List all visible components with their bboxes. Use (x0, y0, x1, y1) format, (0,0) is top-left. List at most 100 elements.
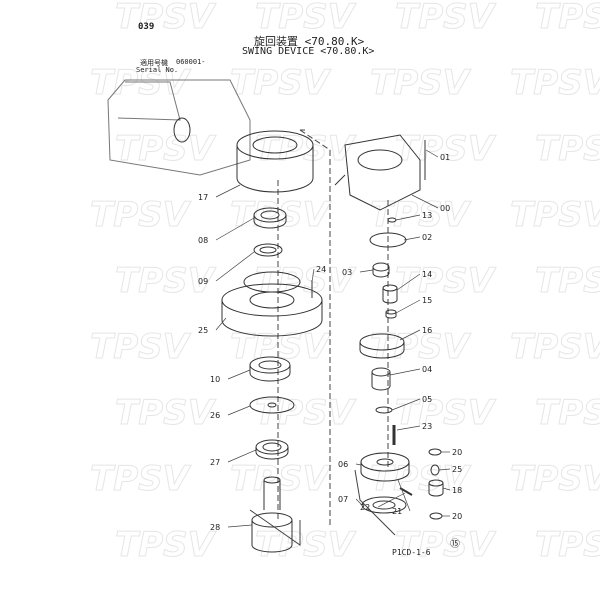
leader-line (227, 524, 253, 528)
leader-line (227, 449, 257, 463)
leader-line (442, 487, 451, 491)
watermark-text: TPSV (90, 63, 192, 103)
watermark-text: TPSV (90, 327, 192, 367)
serial-label-en: Serial No. (136, 66, 179, 74)
leader-line (411, 194, 439, 209)
watermark-text: TPSV (90, 195, 192, 235)
carrier-06 (360, 452, 410, 482)
motor-00 (334, 134, 421, 211)
excavator-sketch (107, 79, 251, 176)
watermark-text: TPSV (395, 261, 497, 301)
part-number-label: 00 (440, 204, 450, 213)
watermark-text: TPSV (90, 459, 192, 499)
watermark-text: TPSV (115, 261, 217, 301)
gear-04 (371, 367, 391, 391)
part-number-label: 27 (210, 458, 220, 467)
part-number-label: 23 (422, 422, 432, 431)
part-number-label: 17 (198, 193, 208, 202)
plate-02 (369, 232, 407, 248)
assembly-axis (277, 129, 389, 525)
watermark-text: TPSV (535, 0, 600, 37)
leader-line (227, 369, 251, 380)
pinion-shaft-28 (251, 476, 293, 553)
leader-line (377, 492, 406, 508)
part-number-label: 18 (452, 486, 462, 495)
leader-line (425, 149, 439, 158)
watermark-text: TPSV (115, 393, 217, 433)
watermark-text: TPSV (370, 327, 472, 367)
bracket-line (249, 509, 301, 546)
part-number-label: 02 (422, 233, 432, 242)
leader-line (215, 317, 227, 331)
part-number-label: 16 (422, 326, 432, 335)
watermark-text: TPSV (370, 63, 472, 103)
title-japanese: 旋回装置 <70.80.K> (254, 35, 365, 48)
part-number-label: 06 (338, 460, 348, 469)
leader-line (215, 251, 255, 282)
gear-14 (382, 284, 398, 304)
leader-line (215, 184, 241, 198)
leader-line (355, 498, 363, 506)
watermark-text: TPSV (510, 327, 600, 367)
watermark-text: TPSV (510, 195, 600, 235)
serial-value: 060001- (176, 58, 206, 66)
watermark-text: TPSV (535, 129, 600, 169)
bracket-line (354, 469, 396, 536)
watermark-text: TPSV (510, 63, 600, 103)
part-number-label: 20 (452, 512, 462, 521)
watermark-text: TPSV (230, 459, 332, 499)
leader-line (395, 299, 421, 314)
bearing-08 (253, 207, 287, 229)
leader-line (391, 398, 421, 411)
leader-line (389, 368, 421, 376)
part-number-label: 09 (198, 277, 208, 286)
carrier-16 (359, 333, 405, 359)
part-number-label: 03 (342, 268, 352, 277)
housing-25 (221, 271, 323, 337)
leader-line (359, 269, 374, 273)
leader-line (311, 268, 315, 283)
watermark-text: TPSV (255, 261, 357, 301)
title-english: SWING DEVICE <70.80.K> (242, 46, 375, 57)
drawing-code: P1CD-1-6 (392, 548, 431, 557)
watermark-text: TPSV (535, 525, 600, 565)
gear-18 (428, 479, 444, 497)
part-number-label: 24 (316, 265, 326, 274)
part-number-label: 15 (422, 296, 432, 305)
page-number: 039 (138, 22, 155, 32)
leader-line (395, 214, 421, 221)
seal-09 (253, 243, 283, 257)
part-number-label: 14 (422, 270, 432, 279)
part-number-label: 05 (422, 395, 432, 404)
leader-line (396, 273, 421, 291)
part-number-label: 01 (440, 153, 450, 162)
part-number-label: 07 (338, 495, 348, 504)
gear-15 (385, 309, 397, 319)
part-number-label: 04 (422, 365, 432, 374)
leader-line (215, 217, 255, 241)
part-number-label: 08 (198, 236, 208, 245)
watermark-text: TPSV (395, 525, 497, 565)
part-number-label: 25 (198, 326, 208, 335)
watermark-text: TPSV (535, 261, 600, 301)
part-number-label: 10 (210, 375, 220, 384)
part-number-label: 22 (360, 503, 370, 512)
ring-gear-17 (236, 130, 314, 193)
watermark-text: TPSV (255, 129, 357, 169)
part-number-label: 25 (452, 465, 462, 474)
part-number-label: 28 (210, 523, 220, 532)
leader-line (438, 468, 451, 471)
watermark-text: TPSV (395, 0, 497, 37)
leader-line (396, 425, 421, 431)
leader-line (397, 479, 411, 512)
watermark-text: TPSV (115, 129, 217, 169)
leader-line (227, 405, 251, 416)
leader-line (399, 329, 421, 341)
watermark-text: TPSV (510, 459, 600, 499)
watermark-text: TPSV (115, 0, 217, 37)
part-number-label: 13 (422, 211, 432, 220)
part-number-label: 26 (210, 411, 220, 420)
